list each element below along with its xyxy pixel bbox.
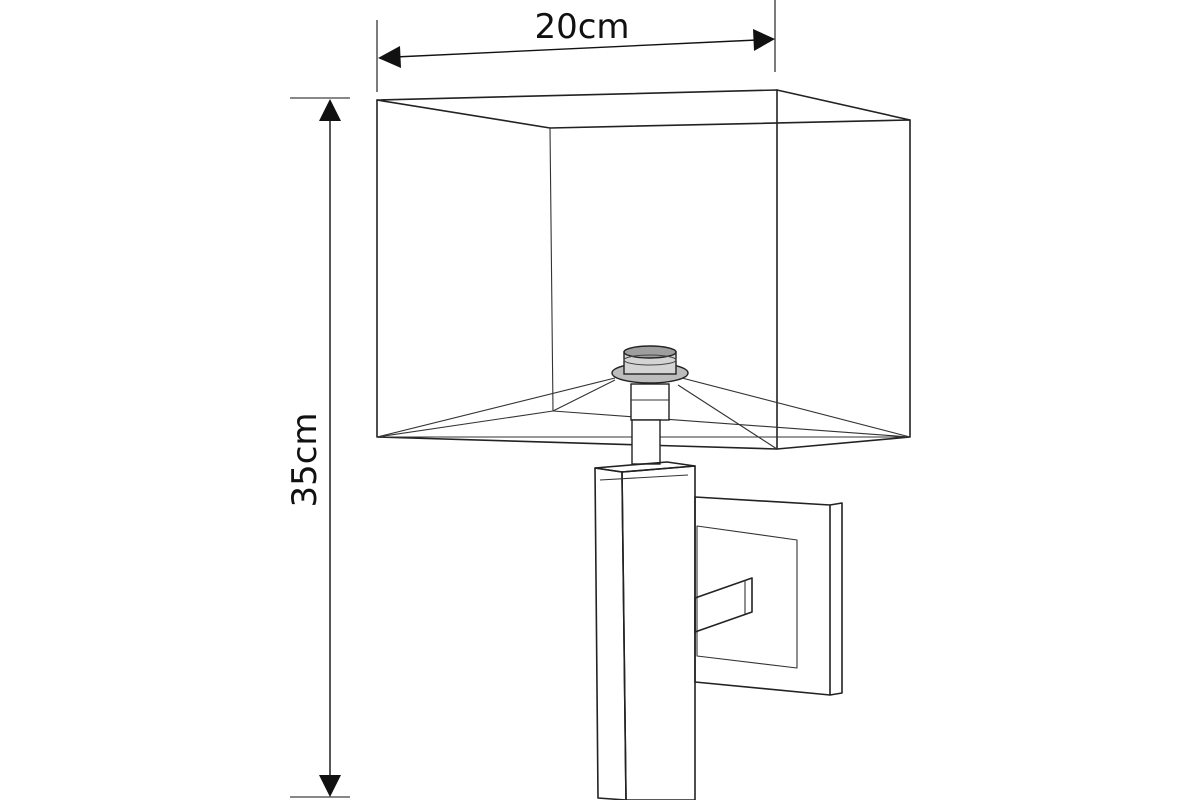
lampshade-top-right-edge xyxy=(776,89,911,121)
width-arrow-left xyxy=(378,46,401,68)
lamp-stem xyxy=(631,419,661,465)
column-top-edge xyxy=(599,474,689,481)
width-dimension: 20cm xyxy=(376,0,776,92)
lampshade-bottom-back-edge-2 xyxy=(552,410,911,438)
socket-thread xyxy=(623,354,677,366)
lampshade-front-face xyxy=(376,89,778,450)
bulb-socket xyxy=(611,345,689,465)
column-side xyxy=(621,465,696,800)
height-arrow-top xyxy=(319,99,341,121)
bracket-plate-inner xyxy=(696,525,798,669)
column-front xyxy=(594,467,627,800)
wall-bracket xyxy=(694,496,843,696)
socket-top xyxy=(623,345,677,359)
spoke-left xyxy=(376,377,616,438)
width-arrow-right xyxy=(753,29,775,51)
socket-neck xyxy=(630,383,670,421)
spoke-back xyxy=(552,379,616,412)
height-arrow-bottom xyxy=(319,775,341,797)
spoke-right xyxy=(681,377,911,438)
spoke-front xyxy=(677,384,778,450)
lampshade-bottom-back-edge xyxy=(376,410,554,438)
lampshade-back-edge xyxy=(549,127,554,412)
bracket-plate-outer xyxy=(694,496,843,696)
height-dimension: 35cm xyxy=(285,97,350,798)
lamp-column xyxy=(594,461,696,800)
width-label: 20cm xyxy=(534,7,629,47)
height-label: 35cm xyxy=(285,412,325,507)
bracket-arm xyxy=(694,577,753,633)
width-dimension-line xyxy=(394,39,758,58)
